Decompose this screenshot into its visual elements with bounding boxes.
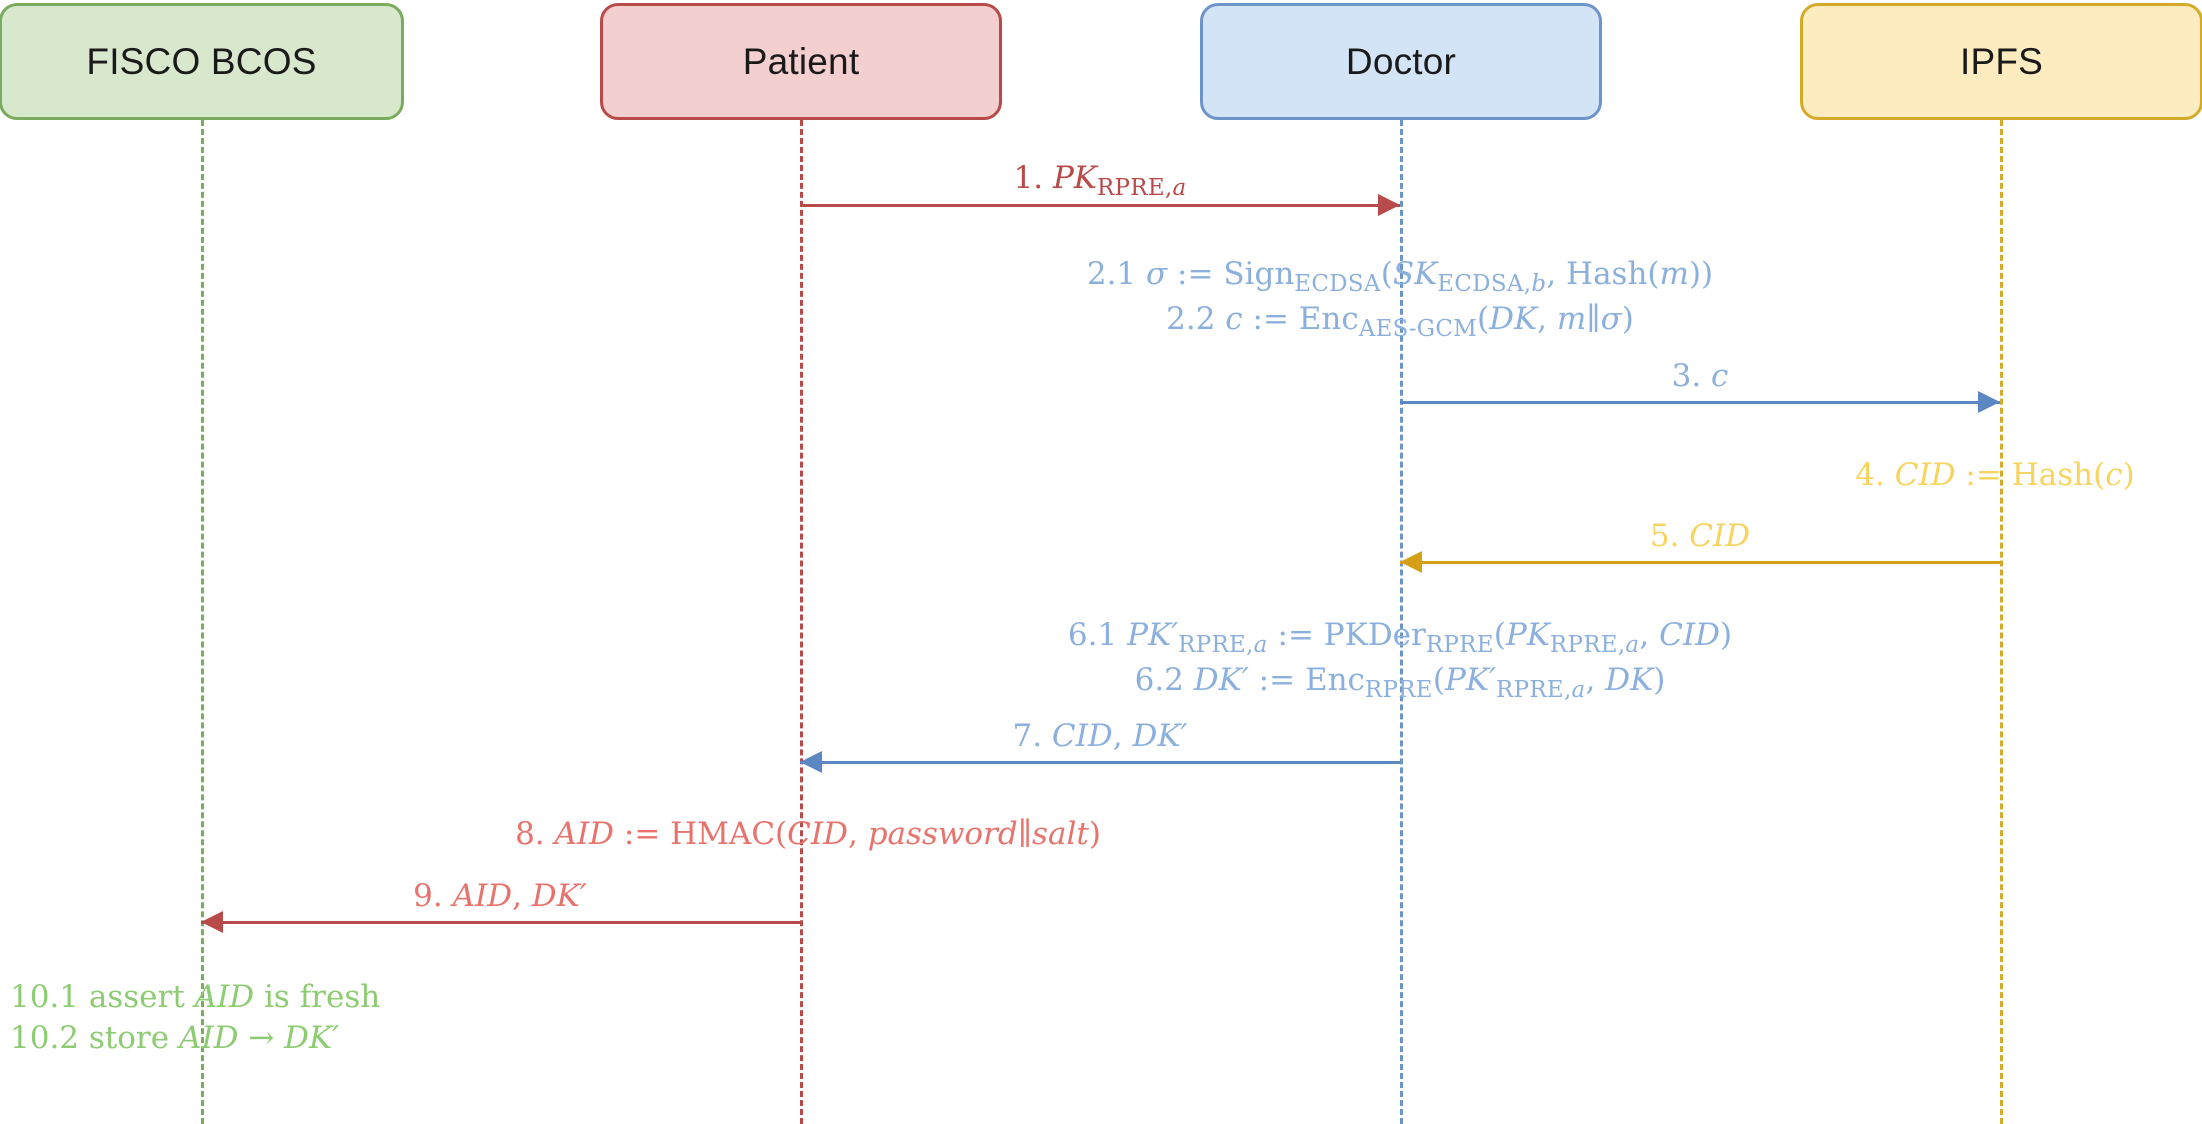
participant-box-ipfs[interactable]: IPFS [1800,3,2202,120]
message-line-step3 [1400,401,2000,404]
note-block-step2: 2.1 σ := SignECDSA(SKECDSA,b, Hash(m)) 2… [1087,254,1713,344]
message-label-step7: 7. CID, DK′ [1012,718,1188,754]
note-line-step2-2: 2.2 c := EncAES‑GCM(DK, m∥σ) [1166,301,1634,343]
note-block-step6: 6.1 PK′RPRE,a := PKDerRPRE(PKRPRE,a, CID… [1068,615,1732,705]
participant-box-patient[interactable]: Patient [600,3,1002,120]
participant-label-doctor: Doctor [1345,40,1457,82]
message-arrowhead-step7 [800,751,822,773]
lifeline-doctor [1400,120,1403,1124]
message-label-step5: 5. CID [1649,518,1751,554]
note-line-step10-1: 10.1 assert AID is fresh [10,979,381,1015]
message-arrowhead-step9 [201,911,223,933]
participant-label-patient: Patient [742,40,860,82]
note-block-step10: 10.1 assert AID is fresh 10.2 store AID … [10,977,380,1059]
message-line-step1 [800,204,1400,207]
note-line-step6-1: 6.1 PK′RPRE,a := PKDerRPRE(PKRPRE,a, CID… [1067,617,1733,658]
message-line-step9 [201,921,800,924]
participant-box-doctor[interactable]: Doctor [1200,3,1602,120]
note-line-step10-2: 10.2 store AID → DK′ [10,1019,340,1056]
lifeline-patient [800,120,803,1124]
message-label-step9: 9. AID, DK′ [413,878,587,914]
lifeline-ipfs [2000,120,2003,1124]
message-arrowhead-step3 [1978,391,2000,413]
participant-label-ipfs: IPFS [1959,40,2044,82]
note-line-step8-1: 8. AID := HMAC(CID, password∥salt) [515,816,1101,852]
message-arrowhead-step5 [1400,551,1422,573]
note-line-step6-2: 6.2 DK′ := EncRPRE(PK′RPRE,a, DK) [1134,662,1666,704]
participant-label-fisco: FISCO BCOS [86,40,317,82]
note-block-step4: 4. CID := Hash(c) [1855,455,2134,496]
message-label-step3: 3. c [1671,358,1729,394]
note-line-step4-1: 4. CID := Hash(c) [1855,457,2135,493]
participant-box-fisco[interactable]: FISCO BCOS [0,3,404,120]
lifeline-fisco [201,120,204,1124]
note-block-step8: 8. AID := HMAC(CID, password∥salt) [515,814,1101,855]
message-line-step5 [1400,561,2000,564]
message-label-step1: 1. PKRPRE,a [1013,160,1187,201]
note-line-step2-1: 2.1 σ := SignECDSA(SKECDSA,b, Hash(m)) [1086,256,1714,297]
message-arrowhead-step1 [1378,194,1400,216]
message-line-step7 [800,761,1400,764]
